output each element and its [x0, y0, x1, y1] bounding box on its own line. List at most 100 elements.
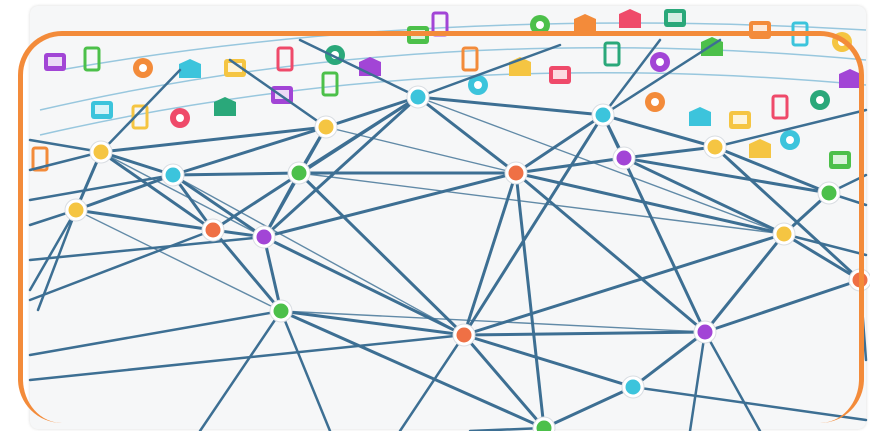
laptop-icon [325, 45, 345, 65]
network-edge [99, 125, 328, 154]
chat-icon [91, 101, 113, 119]
network-edge [601, 38, 662, 117]
network-edge [298, 172, 785, 235]
network-edge [703, 232, 786, 334]
network-edge [28, 333, 466, 382]
chart-icon [549, 66, 571, 84]
network-edge [631, 330, 707, 389]
network-edge [688, 330, 707, 431]
thumbs-up-icon [214, 97, 236, 116]
network-node [64, 198, 88, 222]
network-edge [171, 125, 328, 177]
podium-icon [407, 26, 429, 44]
drone-icon [133, 58, 153, 78]
monitor-icon [461, 46, 479, 72]
star-badge-icon [771, 94, 789, 120]
network-edges [28, 38, 868, 431]
thermometer-icon [468, 75, 488, 95]
network-edge [416, 43, 562, 99]
network-edge [28, 228, 215, 302]
tablet-icon [83, 46, 101, 72]
network-edge [858, 278, 868, 362]
network-node [532, 416, 556, 431]
network-edge [514, 113, 605, 175]
network-edge [211, 228, 283, 313]
network-edge [713, 145, 831, 195]
funnel-icon [44, 53, 66, 71]
network-edge [601, 38, 722, 117]
network-edge [262, 95, 420, 239]
network-edge [100, 151, 265, 238]
network-edge [703, 330, 762, 431]
network-edge [514, 171, 707, 334]
funnel-icon [645, 92, 665, 112]
network-edge [462, 113, 605, 337]
network-edge [28, 150, 103, 172]
network-edge [622, 156, 831, 195]
network-node [406, 85, 430, 109]
network-node [201, 218, 225, 242]
network-nodes [64, 85, 870, 431]
network-node [703, 135, 727, 159]
network-edge [262, 171, 518, 239]
network-edge [462, 333, 546, 430]
podium-icon [780, 130, 800, 150]
network-node [452, 323, 476, 347]
network-edge [262, 235, 283, 313]
network-node [693, 320, 717, 344]
network-edge [324, 95, 420, 129]
network-edge [74, 208, 215, 232]
network-edge [99, 150, 175, 177]
network-node [772, 222, 796, 246]
network-edge [542, 385, 635, 430]
network-edge [28, 309, 283, 357]
network-edge [462, 171, 518, 337]
network-edge [279, 309, 466, 337]
network-edge [398, 333, 466, 431]
network-node [161, 163, 185, 187]
network-edge [28, 173, 175, 202]
network-edge [99, 150, 215, 232]
network-edge [462, 333, 635, 389]
band-line [39, 46, 867, 111]
network-edge [279, 309, 332, 431]
network-edge [601, 113, 707, 334]
network-edge [171, 173, 266, 239]
network-edge [713, 145, 862, 282]
network-edge [417, 96, 785, 235]
network-edge [782, 232, 868, 257]
network-edge [297, 171, 466, 337]
network-edge [298, 38, 420, 99]
network-edge [28, 208, 78, 292]
cart-icon [603, 41, 621, 67]
network-edge [416, 95, 605, 117]
cube-icon [170, 108, 190, 128]
network-edge [279, 309, 546, 430]
network-edge [28, 235, 266, 262]
bell-icon [749, 21, 771, 39]
document-icon [810, 90, 830, 110]
network-edge [325, 126, 517, 174]
network-node [252, 225, 276, 249]
picture-icon [839, 69, 861, 88]
network-edge [262, 171, 301, 239]
network-edge [514, 156, 626, 175]
network-edge [280, 310, 706, 333]
network-node [621, 375, 645, 399]
network-edge [75, 209, 282, 312]
network-edge [462, 330, 707, 337]
wind-turbine-icon [619, 9, 641, 28]
network-node [89, 140, 113, 164]
monitor-icon [749, 139, 771, 158]
drone-icon [729, 111, 751, 129]
network-node [591, 103, 615, 127]
laptop-icon [829, 151, 851, 169]
network-edge [514, 171, 786, 236]
network-edge [262, 235, 466, 337]
network-edge [622, 156, 786, 236]
network-edge [28, 138, 103, 154]
network-edge [198, 309, 283, 431]
phone-icon [650, 52, 670, 72]
router-icon [321, 71, 339, 97]
